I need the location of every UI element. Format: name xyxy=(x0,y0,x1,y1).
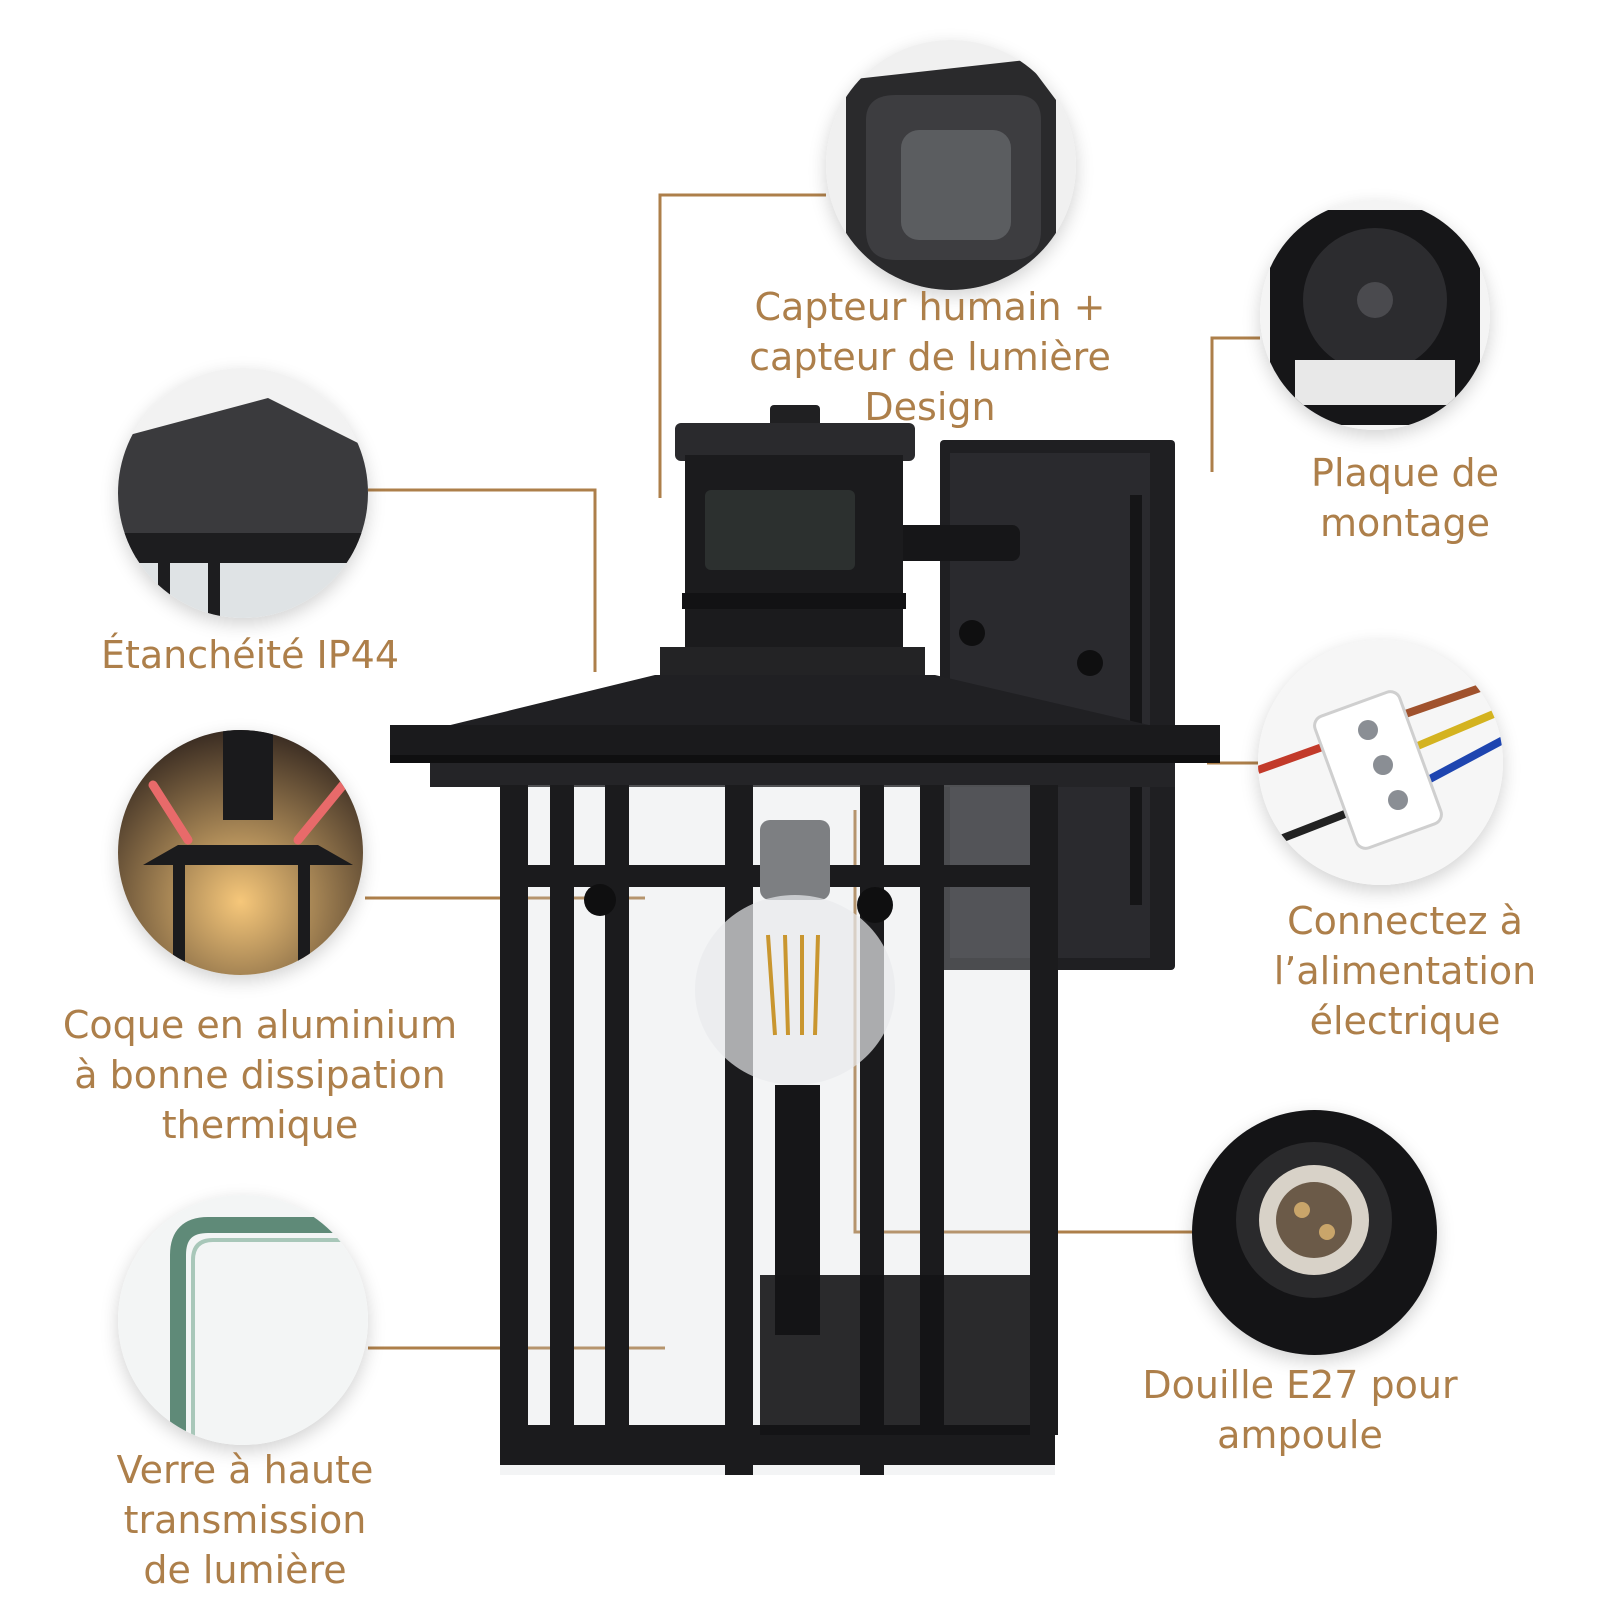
heat-detail-circle xyxy=(118,730,363,975)
terminal-block-icon xyxy=(1258,640,1503,885)
motion-sensor-icon xyxy=(826,40,1076,290)
heat-dissipation-icon xyxy=(118,730,363,975)
roof-detail-circle xyxy=(118,368,368,618)
plate-detail-circle xyxy=(1260,200,1490,430)
mounting-plate-label-line-2: montage xyxy=(1319,501,1491,545)
mounting-plate-label: Plaque de montage xyxy=(1240,448,1570,548)
sensor-label: Capteur humain + capteur de lumière Desi… xyxy=(690,282,1170,432)
waterproof-label-line-1: Étanchéité IP44 xyxy=(100,633,400,677)
glass-detail-circle xyxy=(118,1195,368,1445)
glass-label-line-3: de lumière xyxy=(143,1548,347,1592)
glass-label: Verre à haute transmission de lumière xyxy=(40,1445,450,1595)
heat-dissipation-label-line-1: Coque en aluminium xyxy=(62,1003,458,1047)
power-label-line-1: Connectez à xyxy=(1287,899,1523,943)
power-label: Connectez à l’alimentation électrique xyxy=(1225,896,1585,1046)
power-label-line-3: électrique xyxy=(1309,999,1501,1043)
glass-edge-icon xyxy=(118,1195,368,1445)
sensor-label-line-3: Design xyxy=(864,385,996,429)
socket-label: Douille E27 pour ampoule xyxy=(1100,1360,1500,1460)
heat-dissipation-label: Coque en aluminium à bonne dissipation t… xyxy=(10,1000,510,1150)
waterproof-label: Étanchéité IP44 xyxy=(40,630,460,680)
wiring-detail-circle xyxy=(1258,640,1503,885)
glass-label-line-2: transmission xyxy=(123,1498,367,1542)
heat-dissipation-label-line-3: thermique xyxy=(161,1103,359,1147)
sensor-label-line-1: Capteur humain + xyxy=(754,285,1106,329)
socket-label-line-1: Douille E27 pour xyxy=(1142,1363,1458,1407)
sensor-label-line-2: capteur de lumière xyxy=(749,335,1111,379)
lamp-illustration xyxy=(390,405,1220,1475)
mounting-plate-label-line-1: Plaque de xyxy=(1311,451,1499,495)
socket-detail-circle xyxy=(1192,1110,1437,1355)
glass-label-line-1: Verre à haute xyxy=(116,1448,374,1492)
e27-socket-icon xyxy=(1192,1110,1437,1355)
mounting-plate-icon xyxy=(1260,200,1490,430)
sensor-detail-circle xyxy=(826,40,1076,290)
lamp-roof-icon xyxy=(118,368,368,618)
power-label-line-2: l’alimentation xyxy=(1273,949,1537,993)
heat-dissipation-label-line-2: à bonne dissipation xyxy=(74,1053,446,1097)
socket-label-line-2: ampoule xyxy=(1217,1413,1383,1457)
